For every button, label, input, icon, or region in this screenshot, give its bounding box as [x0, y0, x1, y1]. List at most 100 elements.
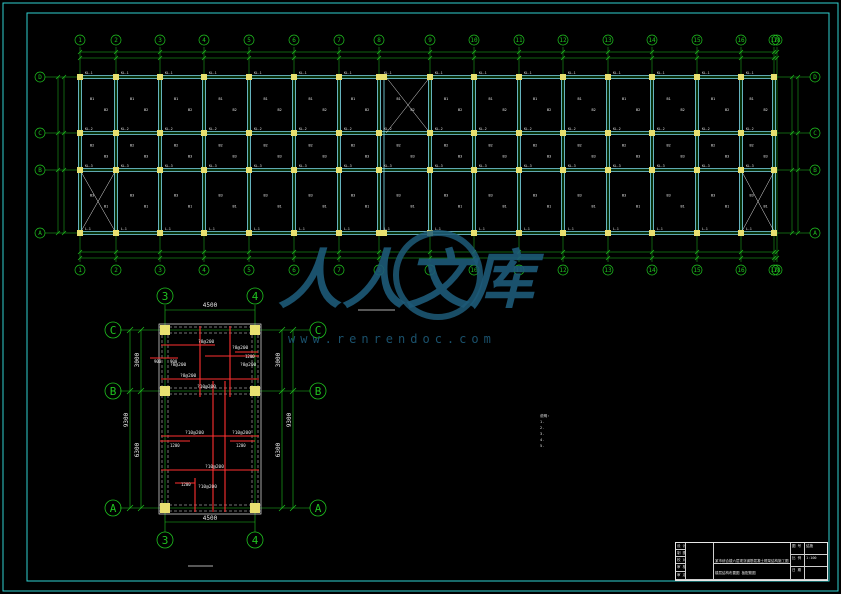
dimension-tick [560, 55, 566, 61]
column [694, 130, 700, 136]
axis-bubble [373, 264, 385, 276]
column [77, 74, 83, 80]
slab-tag: B2 [264, 144, 268, 148]
column [77, 130, 83, 136]
column [113, 167, 119, 173]
slab-tag: B3 [411, 155, 415, 159]
dimension-tick [55, 230, 61, 236]
column [77, 167, 83, 173]
column [771, 74, 777, 80]
dimension-tick [560, 249, 566, 255]
slab-tag: B3 [188, 155, 192, 159]
beam-tag: L-1 [613, 227, 619, 231]
dimension-tick [471, 49, 477, 55]
slab-tag: B1 [725, 205, 729, 209]
dimension-tick [471, 55, 477, 61]
dimension-tick [649, 55, 655, 61]
column [157, 130, 163, 136]
dimension-tick [738, 255, 744, 261]
column [160, 386, 170, 396]
column [160, 503, 170, 513]
beam-tag: KL-2 [209, 127, 217, 131]
beam-tag: KL-1 [568, 71, 576, 75]
dimension-tick [771, 55, 777, 61]
slab-tag: B3 [725, 155, 729, 159]
slab-tag: B2 [188, 108, 192, 112]
column [605, 230, 611, 236]
dimension-tick [157, 49, 163, 55]
axis-bubble [34, 127, 46, 139]
slab-tag: B1 [592, 205, 596, 209]
axis-number-label: 2 [114, 37, 118, 44]
column [738, 230, 744, 236]
slab-tag: B1 [750, 97, 754, 101]
dimension-tick [427, 55, 433, 61]
axis-letter-label: A [315, 502, 322, 515]
slab-tag: B1 [365, 205, 369, 209]
slab-tag: B1 [444, 97, 448, 101]
dimension-tick [246, 49, 252, 55]
slab-tag: B2 [397, 144, 401, 148]
axis-number-label: 8 [377, 267, 381, 274]
dimension-tick [789, 130, 795, 136]
axis-bubble [288, 264, 300, 276]
tb-field-label: 日 期 [791, 567, 805, 580]
column [336, 130, 342, 136]
axis-number-label: 4 [202, 37, 206, 44]
column [560, 74, 566, 80]
dimension-tick [61, 167, 67, 173]
slab-tag: B3 [397, 194, 401, 198]
column [427, 74, 433, 80]
axis-bubble [809, 71, 821, 83]
beam-tag: KL-2 [568, 127, 576, 131]
slab-tag: B3 [233, 155, 237, 159]
slab-tag: B2 [503, 108, 507, 112]
slab-outline [158, 323, 262, 515]
slab-tag: B2 [174, 144, 178, 148]
column [694, 167, 700, 173]
axis-bubble [110, 264, 122, 276]
slab-tag: B1 [174, 97, 178, 101]
axis-letter-label: B [38, 167, 42, 174]
slab-tag: B1 [578, 97, 582, 101]
dimension-tick [376, 255, 382, 261]
dimension-tick [694, 255, 700, 261]
beam-tag: KL-2 [702, 127, 710, 131]
slab-tag: B3 [444, 194, 448, 198]
slab-tag: B2 [725, 108, 729, 112]
column [336, 74, 342, 80]
slab-tag: B3 [458, 155, 462, 159]
axis-number-label: 5 [247, 267, 251, 274]
note-line: 4. [540, 438, 545, 442]
axis-letter-label: A [38, 230, 42, 237]
tb-row-label: 审 核 [676, 564, 686, 572]
void-cross [385, 76, 431, 134]
column [246, 130, 252, 136]
dimension-tick [157, 255, 163, 261]
axis-bubble [333, 34, 345, 46]
axis-number-label: 18 [773, 267, 781, 274]
design-notes: 说明: 1. 2. 3. 4. 5. [540, 413, 549, 449]
beam-tag: KL-1 [254, 71, 262, 75]
title-block: 设 计 制 图 校 对 审 核 审 定 某市综合楼六层现浇钢筋混凝土框架结构施工… [675, 542, 828, 581]
axis-number-label: 10 [470, 267, 478, 274]
dimension-tick [738, 49, 744, 55]
column [560, 230, 566, 236]
axis-number-label: 6 [292, 267, 296, 274]
slab-tag: B1 [503, 205, 507, 209]
slab-tag: B3 [90, 194, 94, 198]
beam-tag: L-1 [657, 227, 663, 231]
sheet-name: 楼层结构布置图 板配筋图 [714, 564, 791, 580]
dimension-tick [113, 49, 119, 55]
slab-tag: B1 [681, 205, 685, 209]
dimension-tick [77, 49, 83, 55]
beam-tag: KL-1 [384, 71, 392, 75]
column [427, 230, 433, 236]
beam-tag: KL-1 [657, 71, 665, 75]
dimension-tick [774, 255, 780, 261]
dimension-tick [789, 230, 795, 236]
beam-tag: L-1 [479, 227, 485, 231]
dimension-tick [516, 249, 522, 255]
axis-bubble [246, 287, 264, 305]
beam-tag: KL-2 [657, 127, 665, 131]
